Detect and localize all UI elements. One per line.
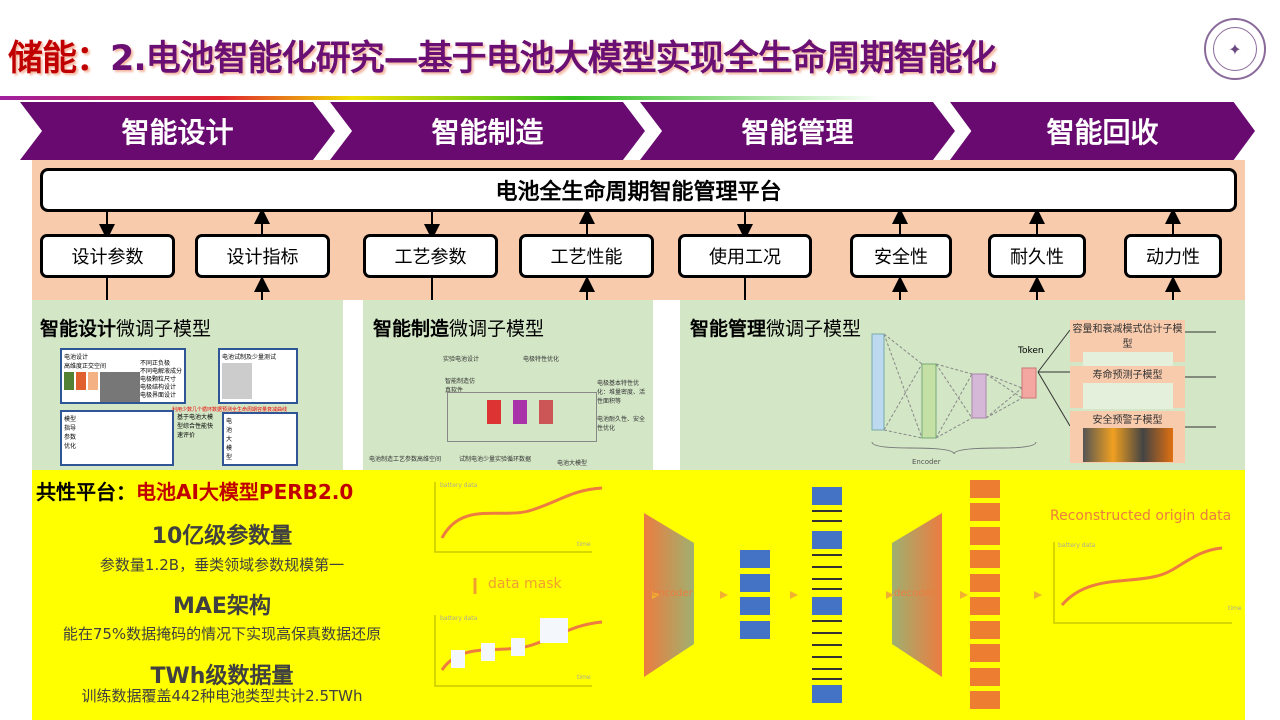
- stage-design: 智能设计: [20, 102, 335, 160]
- university-seal-logo: ✦: [1204, 18, 1266, 80]
- common-platform-area: 共性平台：电池AI大模型PERB2.0 10亿级参数量 参数量1.2B，垂类领域…: [32, 470, 1245, 720]
- title-prefix: 储能：: [8, 39, 111, 79]
- feature-desc: 参数量1.2B，垂类领域参数规模第一: [99, 556, 345, 574]
- feature-desc: 训练数据覆盖442种电池类型共计2.5TWh: [81, 687, 363, 705]
- decoder-label: decoder: [894, 588, 935, 599]
- management-panel: 智能管理微调子模型 Token Encoder 容量和衰减模式估计子模型 寿命预…: [680, 300, 1245, 470]
- page-title: 储能：2.电池智能化研究—基于电池大模型实现全生命周期智能化: [8, 30, 997, 81]
- safety-submodel: 安全预警子模型: [1070, 411, 1185, 463]
- box-safety: 安全性: [850, 234, 952, 278]
- gradient-divider: [0, 96, 880, 100]
- design-notes: 不同正负极不同电解液成分电极颗粒尺寸电极结构设计电极界面设计: [140, 360, 183, 399]
- stage-manufacturing: 智能制造: [330, 102, 645, 160]
- token-label: Token: [1018, 346, 1044, 356]
- box-design-params: 设计参数: [40, 234, 175, 278]
- mae-diagram: [434, 480, 1232, 709]
- feature-desc: 能在75%数据掩码的情况下实现高保真数据还原: [62, 625, 382, 643]
- axis-label: time: [577, 674, 591, 681]
- panel-title: 智能管理微调子模型: [690, 318, 862, 340]
- box-durability: 耐久性: [988, 234, 1086, 278]
- stage-recycling: 智能回收: [950, 102, 1255, 160]
- box-process-params: 工艺参数: [363, 234, 498, 278]
- box-design-targets: 设计指标: [195, 234, 330, 278]
- design-image: 电池设计高维度正交空间: [60, 348, 186, 404]
- common-platform-title: 共性平台：电池AI大模型PERB2.0: [36, 480, 354, 504]
- stage-management: 智能管理: [640, 102, 955, 160]
- encoder-label: Encoder: [912, 458, 941, 466]
- axis-label: time: [1228, 605, 1242, 612]
- data-mask-label: data mask: [488, 576, 562, 592]
- box-process-performance: 工艺性能: [519, 234, 654, 278]
- eval-note: 基于电池大模型综合性能快速评价: [177, 414, 214, 439]
- reconstructed-label: Reconstructed origin data: [1050, 508, 1232, 524]
- stage-label: 智能回收: [1046, 116, 1159, 149]
- manufacturing-panel: 智能制造微调子模型 实验电池设计 电极特性优化 智能制造仿真软件 电极基本特性优…: [363, 300, 653, 470]
- stage-label: 智能制造: [431, 116, 544, 149]
- design-panel: 智能设计微调子模型 电池设计高维度正交空间 不同正负极不同电解液成分电极颗粒尺寸…: [32, 300, 343, 470]
- panel-title: 智能设计微调子模型: [40, 318, 212, 340]
- axis-label: battery data: [440, 615, 478, 622]
- stage-label: 智能设计: [121, 116, 234, 149]
- stage-label: 智能管理: [741, 116, 854, 149]
- trial-image: 电池试制及少量测试: [218, 348, 298, 404]
- title-main: 2.电池智能化研究—基于电池大模型实现全生命周期智能化: [110, 39, 997, 79]
- submodel-arrows: [1037, 329, 1216, 428]
- capacity-submodel: 容量和衰减模式估计子模型: [1070, 320, 1185, 378]
- axis-label: battery data: [440, 482, 478, 489]
- lifecycle-platform-box: 电池全生命周期智能管理平台: [40, 168, 1237, 212]
- prediction-note: 利用少数几个循环数据预测全生命周期容量衰减曲线: [172, 407, 288, 413]
- axis-label: battery data: [1058, 542, 1096, 549]
- encoder-label: encoder: [652, 588, 693, 599]
- optimization-chart: 模型指导参数优化: [60, 410, 174, 466]
- feature-head: MAE架构: [173, 594, 271, 619]
- encoder-network: [871, 333, 1037, 455]
- feature-head: TWh级数据量: [150, 664, 294, 689]
- box-power: 动力性: [1124, 234, 1222, 278]
- panel-title: 智能制造微调子模型: [373, 318, 545, 340]
- model-image: 电池大模型: [222, 412, 298, 466]
- axis-label: time: [577, 541, 591, 548]
- life-submodel: 寿命预测子模型: [1070, 366, 1185, 409]
- feature-head: 10亿级参数量: [151, 524, 293, 549]
- box-usage-conditions: 使用工况: [678, 234, 812, 278]
- manufacturing-diagram: 实验电池设计 电极特性优化 智能制造仿真软件 电极基本特性优化：堆量密度、活性面…: [369, 356, 646, 467]
